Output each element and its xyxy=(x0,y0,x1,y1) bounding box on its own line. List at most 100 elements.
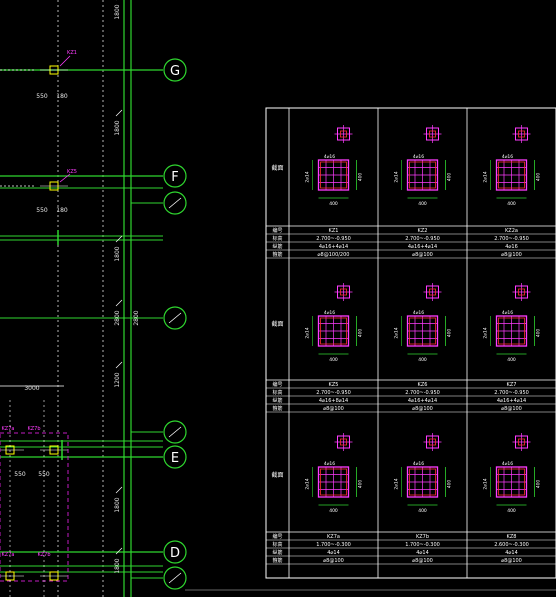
cell-column-id: KZ7b xyxy=(416,534,429,540)
dim-tick xyxy=(115,361,123,369)
cell-main-rebar: 4⌀14 xyxy=(505,550,518,556)
cell-stirrup: ⌀8@100 xyxy=(501,252,522,258)
cell-stirrup: ⌀8@100 xyxy=(412,406,433,412)
section-rebar-text: 2⌀14 xyxy=(394,478,400,489)
key-plan-core xyxy=(429,288,436,296)
section-rebar-text: 4⌀16 xyxy=(413,310,424,316)
cell-column-id: KZ6 xyxy=(418,382,428,388)
section-dim-text: 400 xyxy=(418,201,427,207)
key-plan-core xyxy=(518,288,525,296)
section-dim-text: 400 xyxy=(358,480,364,489)
row-label: 纵筋 xyxy=(272,549,282,556)
cell-stirrup: ⌀8@100 xyxy=(323,558,344,564)
leader-line xyxy=(59,55,71,67)
vertical-dimension-text: 1800 xyxy=(114,246,121,261)
key-plan-core xyxy=(518,130,525,138)
vertical-dimension-text: 1800 xyxy=(114,558,121,573)
axis-bubble xyxy=(163,445,187,469)
cell-column-id: KZ7 xyxy=(507,382,517,388)
plan-grid-lines xyxy=(0,0,187,597)
cell-elevation: 2.600~-0.300 xyxy=(494,542,529,548)
cell-main-rebar: 4⌀16+8⌀14 xyxy=(319,398,348,404)
section-rebar-text: 2⌀14 xyxy=(394,327,400,338)
section-dim-text: 400 xyxy=(418,508,427,514)
sub-axis-mark xyxy=(168,572,182,584)
cell-stirrup: ⌀8@100/200 xyxy=(318,252,350,258)
section-rebar-text: 4⌀16 xyxy=(502,310,513,316)
cell-elevation: 2.700~-0.950 xyxy=(494,236,529,242)
section-dim-text: 400 xyxy=(447,329,453,338)
stirrup-outline xyxy=(409,468,436,496)
axis-e-label: E xyxy=(171,451,179,466)
cell-main-rebar: 4⌀16+4⌀14 xyxy=(319,244,348,250)
row-label: 箍筋 xyxy=(272,405,282,412)
dimension-text: 180 xyxy=(56,93,68,100)
section-rebar-text: 4⌀16 xyxy=(502,461,513,467)
key-plan-core xyxy=(429,130,436,138)
row-label: 编号 xyxy=(272,381,282,388)
section-dim-text: 400 xyxy=(507,201,516,207)
dim-tick xyxy=(115,486,123,494)
column-schedule-table: 截面编号标高纵筋箍筋4004⌀164002⌀14KZ12.700~-0.9504… xyxy=(265,107,556,579)
section-rebar-text: 4⌀16 xyxy=(502,154,513,160)
section-dim-text: 400 xyxy=(536,480,542,489)
vertical-dimension-text: 1800 xyxy=(114,4,121,19)
sub-axis-bubble xyxy=(163,191,187,215)
row-label: 纵筋 xyxy=(272,243,282,250)
cell-elevation: 2.700~-0.950 xyxy=(494,390,529,396)
cell-elevation: 2.700~-0.950 xyxy=(405,390,440,396)
row-label: 标高 xyxy=(272,541,282,548)
dimension-text: 3000 xyxy=(24,385,39,392)
axis-g-label: G xyxy=(170,64,180,79)
section-rebar-text: 2⌀14 xyxy=(305,171,311,182)
sub-axis-mark xyxy=(168,197,182,209)
section-rebar-text: 4⌀16 xyxy=(324,154,335,160)
axis-bubble xyxy=(163,58,187,82)
vertical-dimension-text: 1800 xyxy=(114,497,121,512)
column-tag: KZ5 xyxy=(67,169,77,175)
table-border xyxy=(265,107,556,579)
dimension-text: 550 xyxy=(36,207,48,214)
section-dim-text: 400 xyxy=(447,173,453,182)
column-tag: KZ7b xyxy=(27,426,40,432)
section-dim-text: 400 xyxy=(358,329,364,338)
cell-column-id: KZ8 xyxy=(507,534,517,540)
key-plan-core xyxy=(340,438,347,446)
section-dim-text: 400 xyxy=(329,357,338,363)
stirrup-outline xyxy=(320,317,347,345)
dim-tick xyxy=(115,299,123,307)
leader-line xyxy=(59,173,71,183)
cell-stirrup: ⌀8@100 xyxy=(412,252,433,258)
section-rebar-text: 2⌀14 xyxy=(483,478,489,489)
stirrup-outline xyxy=(320,161,347,189)
section-dim-text: 400 xyxy=(536,173,542,182)
section-rebar-text: 2⌀14 xyxy=(483,171,489,182)
dimension-text: 550 xyxy=(14,471,26,478)
dimension-text: 180 xyxy=(56,207,68,214)
key-plan-core xyxy=(340,288,347,296)
section-rebar-text: 4⌀16 xyxy=(413,461,424,467)
column-tag: KZ7a xyxy=(2,426,15,432)
section-side-label: 截面 xyxy=(271,471,283,479)
cell-stirrup: ⌀8@100 xyxy=(323,406,344,412)
key-plan-core xyxy=(518,438,525,446)
row-label: 标高 xyxy=(272,389,282,396)
cell-elevation: 2.700~-0.950 xyxy=(405,236,440,242)
cell-main-rebar: 4⌀16 xyxy=(505,244,518,250)
section-rebar-text: 2⌀14 xyxy=(305,478,311,489)
section-rebar-text: 2⌀14 xyxy=(483,327,489,338)
cell-elevation: 2.700~-0.950 xyxy=(316,390,351,396)
cell-main-rebar: 4⌀14 xyxy=(416,550,429,556)
dim-tick xyxy=(115,547,123,555)
column-tag: KZ7a xyxy=(2,552,15,558)
vertical-dimension-text: 2800 xyxy=(114,310,121,325)
stirrup-outline xyxy=(320,468,347,496)
cell-stirrup: ⌀8@100 xyxy=(501,406,522,412)
section-dim-text: 400 xyxy=(329,201,338,207)
row-label: 纵筋 xyxy=(272,397,282,404)
sub-axis-bubble xyxy=(163,566,187,590)
dim-tick xyxy=(115,235,123,243)
row-label: 箍筋 xyxy=(272,557,282,564)
